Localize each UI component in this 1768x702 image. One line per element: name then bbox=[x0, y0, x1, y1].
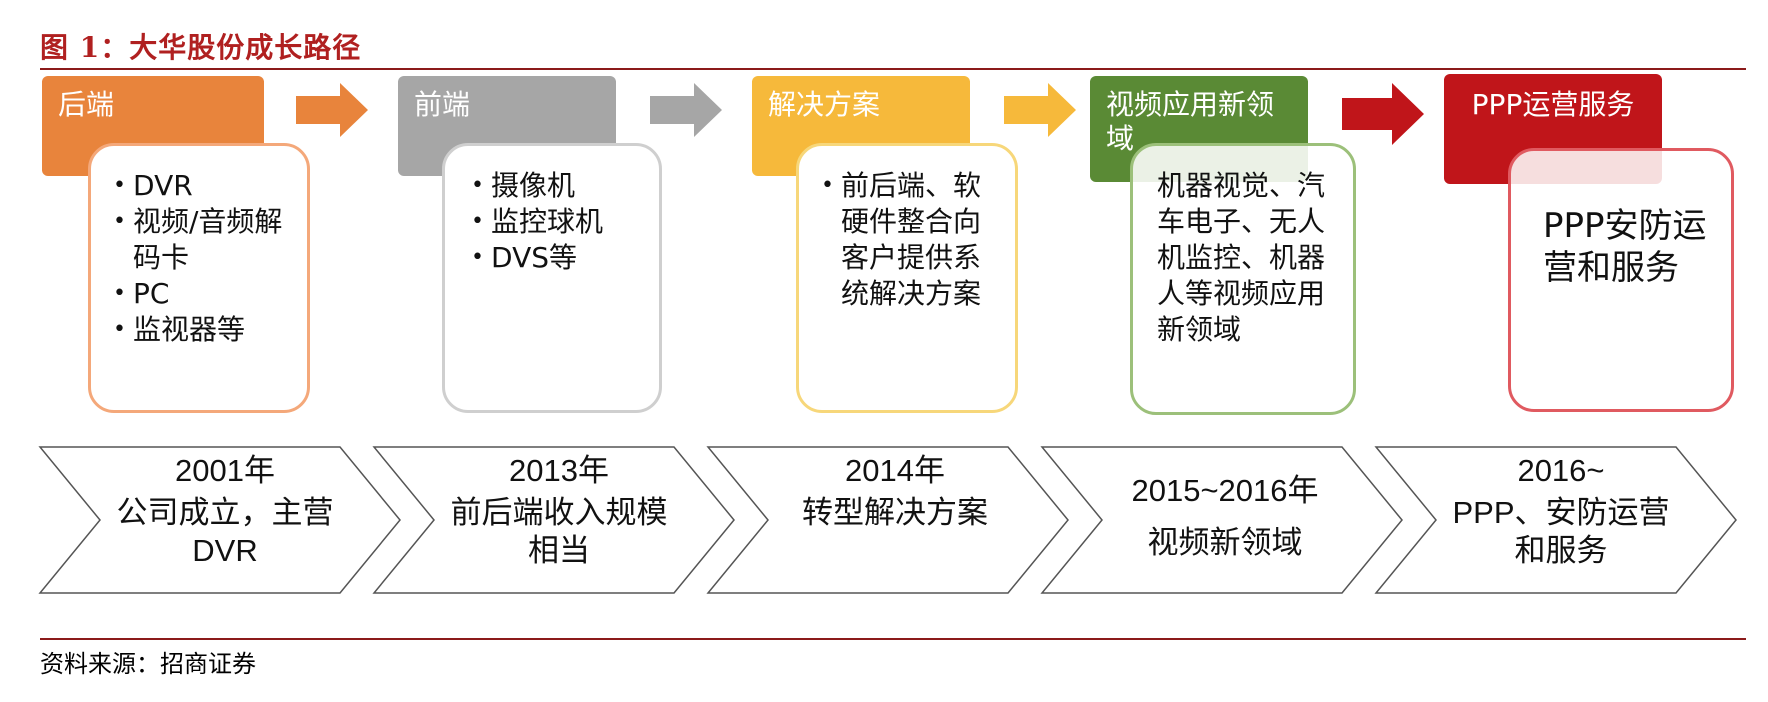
chevron-shape bbox=[1374, 446, 1737, 594]
stage-header-label: 解决方案 bbox=[768, 88, 881, 121]
stage-box-frontend: 摄像机 监控球机 DVS等 bbox=[442, 143, 662, 413]
timeline-year: 2016~ bbox=[1517, 453, 1605, 488]
timeline-step-2015-2016: 2015~2016年 视频新领域 bbox=[1100, 472, 1350, 562]
figure-title: 图 1：大华股份成长路径 bbox=[40, 31, 362, 64]
timeline-step-2013: 2013年 前后端收入规模相当 bbox=[444, 452, 674, 570]
bullet-item: 摄像机 bbox=[469, 168, 647, 204]
chevron-shape bbox=[38, 446, 401, 594]
stage-header-label: 视频应用新领域 bbox=[1106, 88, 1275, 155]
bullet-item: DVR bbox=[111, 168, 295, 204]
timeline-year: 2013年 bbox=[509, 453, 609, 488]
chevron-shape bbox=[1040, 446, 1403, 594]
arrow-right-icon bbox=[296, 83, 368, 137]
timeline-year: 2015~2016年 bbox=[1131, 473, 1319, 508]
stage-text: PPP安防运营和服务 bbox=[1543, 206, 1707, 288]
arrow-right-icon bbox=[1342, 83, 1424, 145]
arrow-right-icon bbox=[1004, 83, 1076, 137]
stage-box-backend: DVR 视频/音频解码卡 PC 监视器等 bbox=[88, 143, 310, 413]
stage-bullet-list: 前后端、软硬件整合向客户提供系统解决方案 bbox=[819, 168, 995, 312]
timeline-step-2016: 2016~ PPP、安防运营和服务 bbox=[1446, 452, 1676, 570]
timeline-desc: PPP、安防运营和服务 bbox=[1452, 495, 1670, 568]
source-note: 资料来源：招商证券 bbox=[40, 650, 256, 678]
timeline-desc: 转型解决方案 bbox=[802, 495, 988, 530]
timeline-desc: 前后端收入规模相当 bbox=[450, 495, 668, 568]
bullet-item: 前后端、软硬件整合向客户提供系统解决方案 bbox=[819, 168, 995, 312]
bullet-item: PC bbox=[111, 276, 295, 312]
stage-header-label: PPP运营服务 bbox=[1471, 88, 1635, 121]
stage-box-ppp: PPP安防运营和服务 bbox=[1508, 148, 1734, 412]
bullet-item: 监视器等 bbox=[111, 312, 295, 348]
stage-box-solution: 前后端、软硬件整合向客户提供系统解决方案 bbox=[796, 143, 1018, 413]
arrow-right-icon bbox=[650, 83, 722, 137]
timeline-step-2001: 2001年 公司成立，主营DVR bbox=[110, 452, 340, 570]
stage-text: 机器视觉、汽车电子、无人机监控、机器人等视频应用新领域 bbox=[1157, 169, 1326, 346]
stage-header-label: 前端 bbox=[414, 88, 471, 121]
timeline-step-2014: 2014年 转型解决方案 bbox=[782, 452, 1008, 532]
stage-header-label: 后端 bbox=[58, 88, 115, 121]
title-rule bbox=[40, 68, 1746, 70]
timeline-desc: 公司成立，主营DVR bbox=[116, 495, 334, 568]
timeline-year: 2014年 bbox=[845, 453, 945, 488]
stage-bullet-list: DVR 视频/音频解码卡 PC 监视器等 bbox=[111, 168, 295, 348]
timeline-desc: 视频新领域 bbox=[1147, 525, 1303, 560]
bullet-item: 监控球机 bbox=[469, 204, 647, 240]
bullet-item: 视频/音频解码卡 bbox=[111, 204, 295, 276]
stage-box-new-fields: 机器视觉、汽车电子、无人机监控、机器人等视频应用新领域 bbox=[1130, 143, 1356, 415]
bullet-item: DVS等 bbox=[469, 240, 647, 276]
timeline-year: 2001年 bbox=[175, 453, 275, 488]
source-rule bbox=[40, 638, 1746, 640]
stage-bullet-list: 摄像机 监控球机 DVS等 bbox=[469, 168, 647, 276]
chevron-shape bbox=[706, 446, 1069, 594]
chevron-shape bbox=[372, 446, 735, 594]
